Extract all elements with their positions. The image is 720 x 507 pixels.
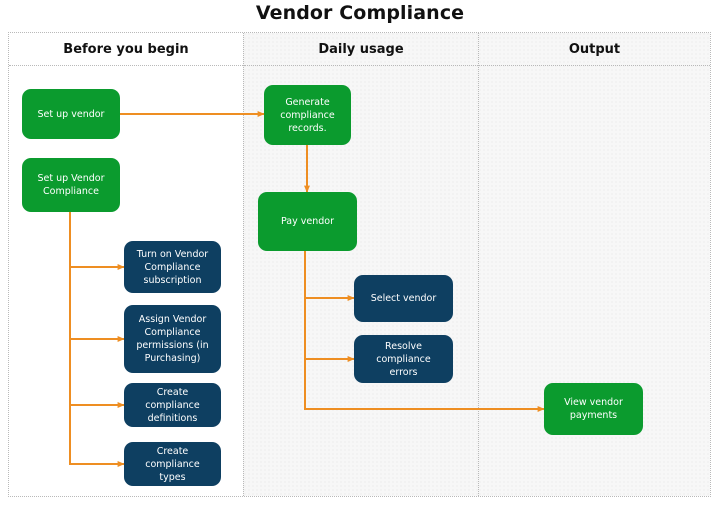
- node-resolve-compliance-errors[interactable]: Resolve compliance errors: [354, 335, 453, 383]
- node-view-vendor-payments[interactable]: View vendor payments: [544, 383, 643, 435]
- node-label: Assign Vendor Compliance permissions (in…: [136, 314, 209, 364]
- node-set-up-vendor[interactable]: Set up vendor: [22, 89, 120, 139]
- node-create-compliance-definitions[interactable]: Create compliance definitions: [124, 383, 221, 427]
- node-label: Create compliance definitions: [145, 386, 200, 424]
- node-label: Create compliance types: [145, 445, 200, 483]
- page-title: Vendor Compliance: [255, 2, 465, 24]
- node-pay-vendor[interactable]: Pay vendor: [258, 192, 357, 251]
- node-label: Select vendor: [370, 293, 437, 304]
- node-generate-compliance-records[interactable]: Generate compliance records.: [264, 85, 351, 145]
- node-label: Generate compliance records.: [280, 96, 335, 134]
- node-label: Resolve compliance errors: [376, 340, 431, 378]
- node-set-up-vendor-compliance[interactable]: Set up Vendor Compliance: [22, 158, 120, 212]
- node-turn-on-vendor-compliance-subscription[interactable]: Turn on Vendor Compliance subscription: [124, 241, 221, 293]
- lane-header-daily-usage: Daily usage: [244, 33, 478, 66]
- lane-header-before-you-begin: Before you begin: [9, 33, 243, 66]
- node-select-vendor[interactable]: Select vendor: [354, 275, 453, 322]
- node-label: Pay vendor: [280, 216, 334, 227]
- node-assign-vendor-compliance-permissions[interactable]: Assign Vendor Compliance permissions (in…: [124, 305, 221, 373]
- node-label: Turn on Vendor Compliance subscription: [136, 248, 209, 286]
- node-create-compliance-types[interactable]: Create compliance types: [124, 442, 221, 486]
- node-label: Set up vendor: [37, 108, 105, 120]
- node-label: Set up Vendor Compliance: [37, 173, 105, 197]
- node-label: View vendor payments: [564, 397, 623, 421]
- lane-header-output: Output: [479, 33, 710, 66]
